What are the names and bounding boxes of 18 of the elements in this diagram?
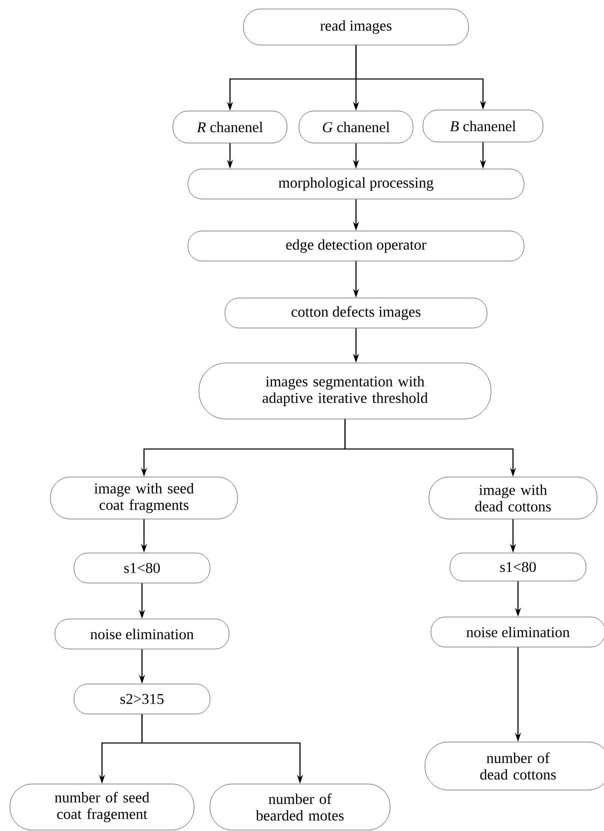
process-box: G chanenel xyxy=(298,110,414,144)
process-box: number of dead cottons xyxy=(424,742,604,790)
process-box: read images xyxy=(243,8,469,46)
process-box: image with seed coat fragments xyxy=(50,476,238,520)
process-box: noise elimination xyxy=(54,618,230,650)
process-box: s1<80 xyxy=(74,552,210,584)
process-box: cotton defects images xyxy=(224,298,488,328)
process-box: noise elimination xyxy=(430,616,604,648)
process-box: morphological processing xyxy=(188,168,524,200)
process-box: B chanenel xyxy=(422,110,544,142)
process-box: s1<80 xyxy=(450,552,586,582)
process-box: R chanenel xyxy=(172,110,288,144)
process-box: number of bearded motes xyxy=(210,784,390,830)
process-box: images segmentation with adaptive iterative threshold xyxy=(198,362,492,420)
process-box: number of seed coat fragement xyxy=(10,784,194,830)
process-box: image with dead cottons xyxy=(428,476,598,520)
process-box: edge detection operator xyxy=(188,230,524,262)
process-box: s2>315 xyxy=(74,684,210,714)
